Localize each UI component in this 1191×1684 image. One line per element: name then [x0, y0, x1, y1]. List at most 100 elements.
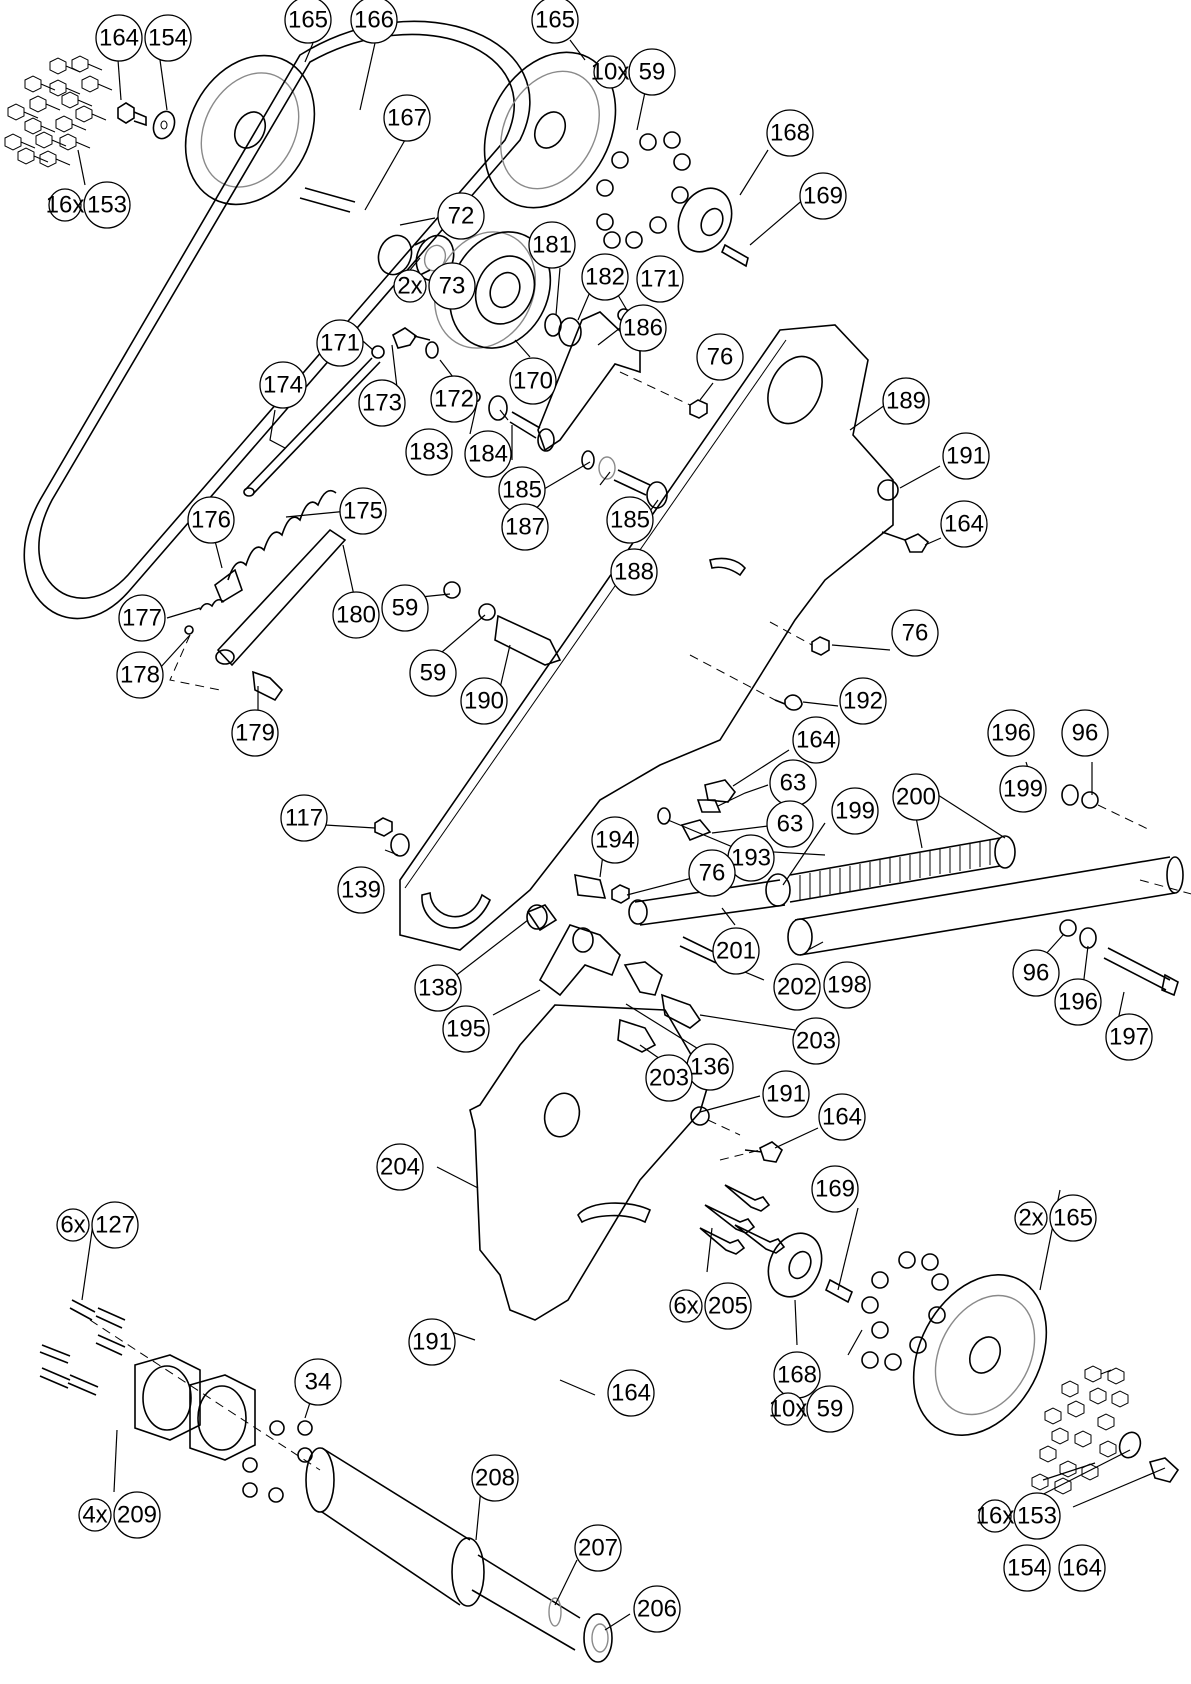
callout-part-number: 192 — [839, 677, 887, 725]
callout-part-number: 175 — [339, 487, 387, 535]
callout-part-number: 117 — [280, 794, 328, 842]
callout-part-number-text: 196 — [991, 720, 1031, 747]
callout-part-number: 164 — [940, 500, 988, 548]
callout-154: 154 — [144, 14, 192, 62]
callout-part-number: 63 — [769, 759, 817, 807]
callout-199: 199 — [831, 787, 879, 835]
callout-164: 164 — [1058, 1544, 1106, 1592]
callout-186: 186 — [619, 304, 667, 352]
callout-part-number: 164 — [607, 1369, 655, 1417]
callout-part-number-text: 164 — [822, 1104, 862, 1131]
callout-173: 173 — [358, 379, 406, 427]
callout-part-number: 187 — [501, 503, 549, 551]
callout-part-number: 127 — [91, 1201, 139, 1249]
key-169-bottom — [824, 1278, 854, 1304]
callout-96: 96 — [1061, 709, 1109, 757]
callout-part-number-text: 73 — [439, 273, 466, 300]
callout-199: 199 — [999, 765, 1047, 813]
tube-198 — [787, 856, 1184, 956]
bolt-164-right — [881, 531, 930, 553]
callout-part-number-text: 182 — [585, 264, 625, 291]
hub-168-bottom — [767, 1232, 823, 1298]
callout-part-number: 153 — [83, 181, 131, 229]
callout-part-number-text: 139 — [341, 877, 381, 904]
callout-part-number-text: 164 — [796, 727, 836, 754]
plate-slot — [709, 557, 747, 577]
flange-nut-191-top — [877, 479, 899, 501]
callout-part-number-text: 166 — [354, 7, 394, 34]
callout-part-number: 164 — [95, 14, 143, 62]
nut-ring-59-bottom — [861, 1251, 949, 1371]
callout-part-number: 191 — [408, 1318, 456, 1366]
callout-quantity-text: 10x — [591, 59, 630, 86]
callout-168: 168 — [766, 109, 814, 157]
callout-part-number-text: 164 — [944, 511, 984, 538]
callout-195: 195 — [442, 1005, 490, 1053]
callout-quantity: 16x — [46, 188, 85, 222]
callout-part-number: 168 — [773, 1351, 821, 1399]
callout-180: 180 — [332, 591, 380, 639]
callout-part-number-text: 196 — [1058, 989, 1098, 1016]
callout-quantity-text: 4x — [82, 1502, 107, 1529]
washer-184 — [488, 395, 508, 421]
callout-part-number-text: 59 — [817, 1396, 844, 1423]
callout-part-number: 179 — [231, 709, 279, 757]
callout-quantity-text: 10x — [769, 1396, 808, 1423]
callout-59: 59 — [409, 649, 457, 697]
callout-179: 179 — [231, 709, 279, 757]
bushing-185-lower — [598, 456, 616, 480]
nut-ring-59-top — [596, 131, 691, 249]
sleeve-176 — [214, 568, 243, 604]
callout-quantity: 10x — [769, 1392, 808, 1426]
hub-168-top — [677, 187, 733, 253]
callout-part-number-text: 185 — [610, 507, 650, 534]
callout-part-number-text: 193 — [731, 845, 771, 872]
callout-part-number-text: 96 — [1072, 720, 1099, 747]
callout-quantity-text: 16x — [46, 192, 85, 219]
callout-part-number-text: 167 — [387, 105, 427, 132]
callout-quantity: 2x — [393, 269, 427, 303]
callout-part-number-text: 63 — [780, 770, 807, 797]
callout-part-number: 59 — [409, 649, 457, 697]
bolt-179 — [252, 670, 284, 702]
callout-part-number-text: 183 — [409, 439, 449, 466]
callout-part-number-text: 194 — [595, 827, 635, 854]
callout-part-number-text: 172 — [434, 386, 474, 413]
callout-part-number: 190 — [460, 677, 508, 725]
callout-part-number-text: 201 — [716, 938, 756, 965]
callout-part-number-text: 203 — [649, 1065, 689, 1092]
washer-196-top — [1061, 784, 1079, 806]
nut-set-34 — [242, 1420, 313, 1503]
callout-part-number: 154 — [1003, 1544, 1051, 1592]
callout-191: 191 — [762, 1070, 810, 1118]
callout-167: 167 — [383, 94, 431, 142]
callout-part-number-text: 76 — [707, 344, 734, 371]
callout-202: 202 — [773, 963, 821, 1011]
callout-part-number-text: 199 — [835, 798, 875, 825]
callout-quantity-text: 16x — [976, 1503, 1015, 1530]
washer-154-bottom — [1118, 1431, 1142, 1459]
callout-part-number: 204 — [376, 1143, 424, 1191]
bolt-set-205 — [699, 1184, 786, 1255]
callout-part-number-text: 76 — [902, 620, 929, 647]
side-plate-204 — [469, 1004, 709, 1321]
callout-quantity-text: 6x — [673, 1293, 698, 1320]
flange-209-b — [189, 1374, 256, 1461]
nut-76-middle — [811, 636, 830, 656]
callout-part-number-text: 188 — [614, 559, 654, 586]
callout-part-number-text: 165 — [288, 7, 328, 34]
bolt-164-bottom — [1148, 1457, 1180, 1483]
side-plate-189 — [399, 324, 894, 951]
callout-quantity-text: 2x — [1018, 1205, 1043, 1232]
callout-part-number: 139 — [337, 866, 385, 914]
pivot-arm-195 — [538, 924, 621, 997]
rod-174 — [244, 357, 381, 495]
callout-part-number-text: 206 — [637, 1596, 677, 1623]
callout-part-number: 193 — [727, 834, 775, 882]
nut-171-left — [371, 345, 385, 359]
bushing-185-top — [509, 411, 541, 439]
callout-part-number: 203 — [792, 1017, 840, 1065]
key-169-top — [720, 243, 749, 268]
callout-part-number-text: 153 — [87, 192, 127, 219]
